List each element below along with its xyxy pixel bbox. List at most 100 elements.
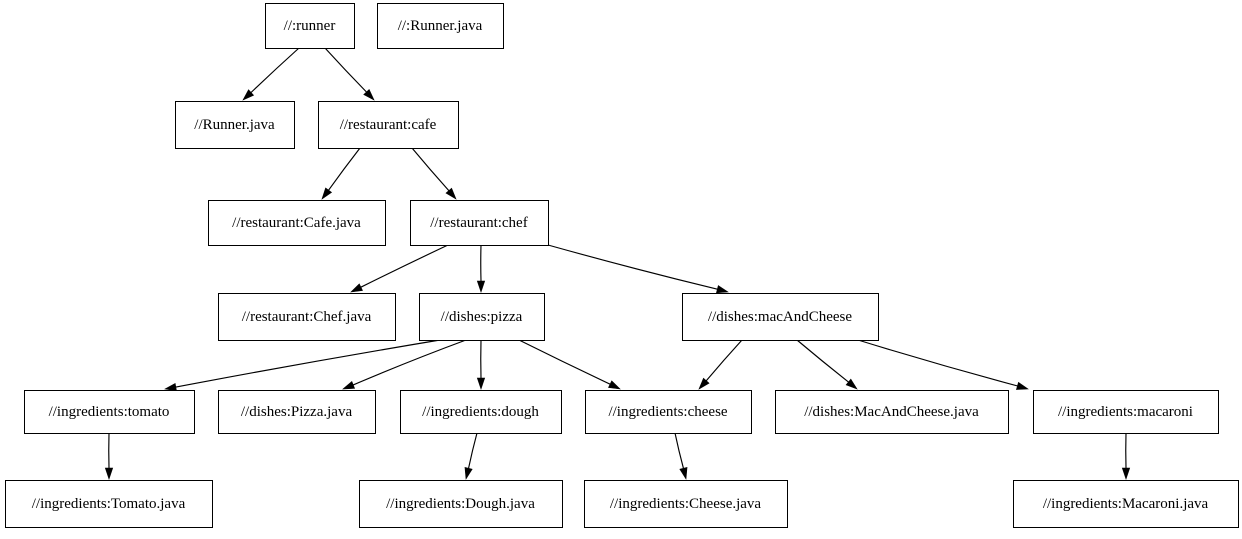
edge-arrowhead bbox=[698, 377, 710, 390]
edge-restaurant_chef-to-dishes_macandcheese bbox=[547, 244, 729, 294]
edge-arrowhead bbox=[476, 280, 486, 293]
edge-dishes_pizza-to-ing_cheese bbox=[518, 339, 621, 390]
node-label: //ingredients:dough bbox=[422, 404, 539, 420]
node-box[interactable] bbox=[208, 200, 386, 246]
edge-arrowhead bbox=[321, 187, 333, 200]
node-ing_tomato_java[interactable]: //ingredients:Tomato.java bbox=[5, 480, 213, 528]
node-dishes_macandcheese[interactable]: //dishes:macAndCheese bbox=[682, 293, 879, 341]
edge-line bbox=[175, 339, 441, 388]
node-dishes_pizza_java[interactable]: //dishes:Pizza.java bbox=[218, 390, 376, 434]
node-runner_java[interactable]: //Runner.java bbox=[175, 101, 295, 149]
node-box[interactable] bbox=[218, 390, 376, 434]
node-ing_tomato[interactable]: //ingredients:tomato bbox=[24, 390, 195, 434]
edge-arrowhead bbox=[242, 89, 255, 101]
node-label: //dishes:MacAndCheese.java bbox=[804, 404, 979, 420]
node-label: //restaurant:chef bbox=[430, 215, 527, 231]
node-box[interactable] bbox=[377, 3, 504, 49]
node-label: //:Runner.java bbox=[398, 18, 483, 34]
edge-dishes_pizza-to-dishes_pizza_java bbox=[342, 339, 467, 390]
node-ing_dough_java[interactable]: //ingredients:Dough.java bbox=[359, 480, 563, 528]
node-restaurant_chef_java[interactable]: //restaurant:Chef.java bbox=[218, 293, 396, 341]
edge-ing_cheese-to-ing_cheese_java bbox=[674, 432, 688, 480]
node-box[interactable] bbox=[175, 101, 295, 149]
node-runner[interactable]: //:runner bbox=[265, 3, 355, 49]
node-label: //ingredients:tomato bbox=[49, 404, 170, 420]
edge-ing_dough-to-ing_dough_java bbox=[464, 432, 478, 480]
edge-ing_tomato-to-ing_tomato_java bbox=[104, 432, 114, 480]
edge-line bbox=[518, 339, 611, 385]
node-label: //dishes:Pizza.java bbox=[241, 404, 353, 420]
edge-arrowhead bbox=[350, 283, 363, 293]
edge-arrowhead bbox=[1121, 467, 1131, 480]
edge-arrowhead bbox=[342, 380, 356, 390]
node-label: //ingredients:macaroni bbox=[1058, 404, 1193, 420]
node-box[interactable] bbox=[5, 480, 213, 528]
node-label: //:runner bbox=[284, 18, 336, 34]
node-label: //ingredients:cheese bbox=[608, 404, 727, 420]
node-restaurant_cafe[interactable]: //restaurant:cafe bbox=[318, 101, 459, 149]
edge-restaurant_chef-to-restaurant_chef_java bbox=[350, 244, 449, 293]
node-box[interactable] bbox=[682, 293, 879, 341]
node-dishes_pizza[interactable]: //dishes:pizza bbox=[419, 293, 545, 341]
edge-line bbox=[467, 432, 478, 469]
edge-restaurant_cafe-to-restaurant_cafe_java bbox=[321, 147, 361, 200]
node-dishes_mac_java[interactable]: //dishes:MacAndCheese.java bbox=[775, 390, 1009, 434]
edge-arrowhead bbox=[464, 467, 473, 480]
edge-arrowhead bbox=[608, 380, 621, 390]
edge-dishes_macandcheese-to-ing_cheese bbox=[698, 339, 743, 390]
node-box[interactable] bbox=[400, 390, 562, 434]
edge-line bbox=[328, 147, 361, 191]
node-label: //restaurant:Chef.java bbox=[242, 309, 372, 325]
edge-ing_macaroni-to-ing_macaroni_java bbox=[1121, 432, 1131, 480]
edge-arrowhead bbox=[445, 187, 457, 200]
edge-line bbox=[857, 339, 1018, 387]
node-root_runner_java[interactable]: //:Runner.java bbox=[377, 3, 504, 49]
node-label: //dishes:pizza bbox=[441, 309, 523, 325]
node-box[interactable] bbox=[218, 293, 396, 341]
edge-line bbox=[250, 47, 300, 93]
node-label: //ingredients:Dough.java bbox=[386, 496, 535, 512]
edges-layer bbox=[104, 47, 1131, 480]
node-box[interactable] bbox=[318, 101, 459, 149]
node-box[interactable] bbox=[584, 480, 788, 528]
node-label: //ingredients:Tomato.java bbox=[32, 496, 186, 512]
edge-dishes_macandcheese-to-dishes_mac_java bbox=[796, 339, 858, 390]
node-box[interactable] bbox=[1013, 480, 1239, 528]
edge-arrowhead bbox=[476, 377, 486, 390]
edge-arrowhead bbox=[104, 467, 114, 480]
node-box[interactable] bbox=[410, 200, 549, 246]
node-restaurant_chef[interactable]: //restaurant:chef bbox=[410, 200, 549, 246]
node-label: //ingredients:Cheese.java bbox=[610, 496, 762, 512]
edge-line bbox=[705, 339, 743, 382]
node-box[interactable] bbox=[265, 3, 355, 49]
node-box[interactable] bbox=[359, 480, 563, 528]
edge-dishes_macandcheese-to-ing_macaroni bbox=[857, 339, 1029, 390]
node-ing_cheese_java[interactable]: //ingredients:Cheese.java bbox=[584, 480, 788, 528]
edge-line bbox=[674, 432, 684, 469]
node-box[interactable] bbox=[1033, 390, 1219, 434]
node-box[interactable] bbox=[419, 293, 545, 341]
edge-line bbox=[547, 244, 718, 290]
node-ing_cheese[interactable]: //ingredients:cheese bbox=[585, 390, 752, 434]
node-box[interactable] bbox=[775, 390, 1009, 434]
edge-runner-to-runner_java bbox=[242, 47, 300, 101]
node-box[interactable] bbox=[585, 390, 752, 434]
edge-arrowhead bbox=[716, 285, 729, 294]
node-label: //Runner.java bbox=[194, 117, 275, 133]
node-ing_macaroni_java[interactable]: //ingredients:Macaroni.java bbox=[1013, 480, 1239, 528]
edge-arrowhead bbox=[164, 382, 177, 392]
edge-line bbox=[411, 147, 450, 192]
node-label: //dishes:macAndCheese bbox=[708, 309, 852, 325]
node-ing_dough[interactable]: //ingredients:dough bbox=[400, 390, 562, 434]
edge-line bbox=[796, 339, 849, 383]
edge-restaurant_cafe-to-restaurant_chef bbox=[411, 147, 457, 200]
node-label: //restaurant:cafe bbox=[340, 117, 437, 133]
node-box[interactable] bbox=[24, 390, 195, 434]
node-ing_macaroni[interactable]: //ingredients:macaroni bbox=[1033, 390, 1219, 434]
edge-dishes_pizza-to-ing_dough bbox=[476, 339, 486, 390]
edge-arrowhead bbox=[845, 378, 858, 390]
node-restaurant_cafe_java[interactable]: //restaurant:Cafe.java bbox=[208, 200, 386, 246]
edge-arrowhead bbox=[363, 88, 375, 101]
